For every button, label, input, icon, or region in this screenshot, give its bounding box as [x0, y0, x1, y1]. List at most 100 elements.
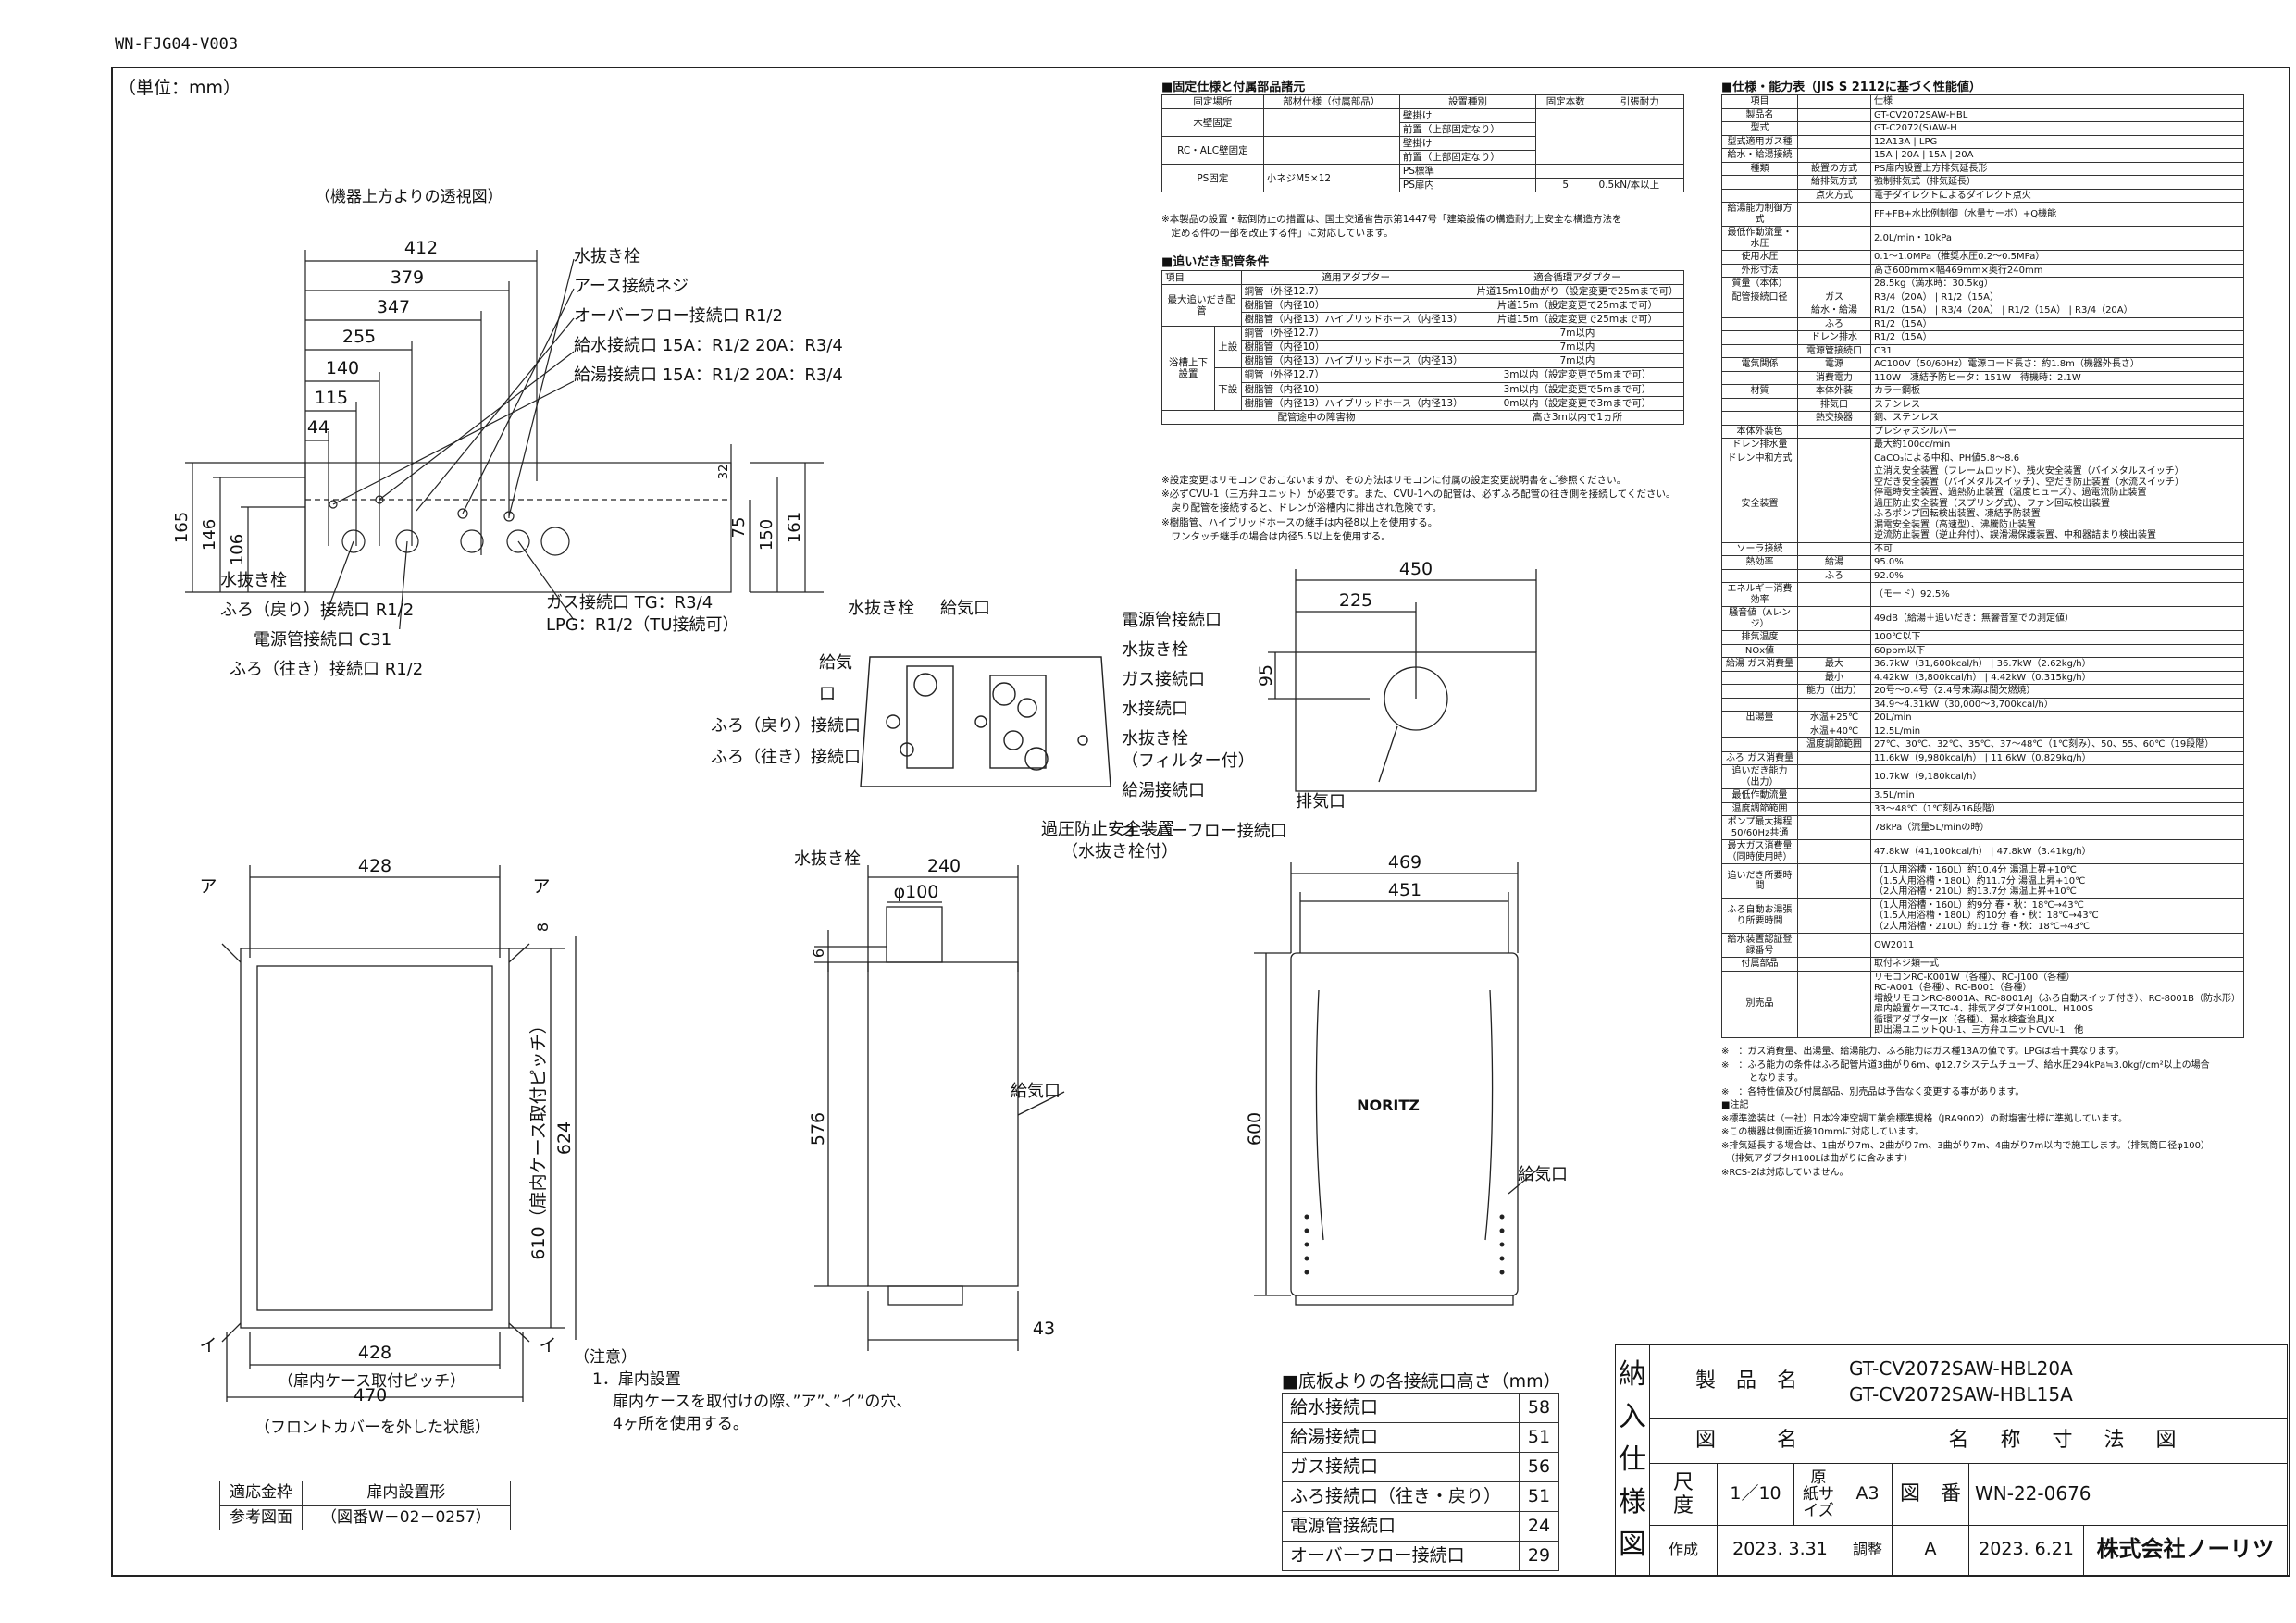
- top-view-caption: （機器上方よりの透視図）: [315, 188, 503, 206]
- spec-value: 取付ネジ類一式: [1870, 957, 2244, 972]
- spec-subitem: 給湯: [1797, 555, 1872, 570]
- spec-item: [1720, 343, 1799, 358]
- cell: 銅管（外径12.7）: [1240, 284, 1471, 300]
- case-mark-a-right: ア: [532, 876, 550, 897]
- spec-subitem: 温度調節範囲: [1797, 737, 1872, 752]
- spec-subitem: [1797, 465, 1872, 543]
- side-dim-576: 576: [808, 1112, 828, 1146]
- cell: PS扉内: [1398, 178, 1537, 193]
- spec-subitem: ふろ: [1797, 316, 1872, 331]
- exhaust-outlet-label: 排気口: [1296, 792, 1346, 812]
- cell: 3m以内（設定変更で5mまで可）: [1470, 367, 1685, 383]
- spec-value: 47.8kW（41,100kcal/h） | 47.8kW（3.41kg/h）: [1870, 839, 2244, 864]
- spec-subitem: [1797, 541, 1872, 556]
- side-dim-6: 6: [810, 948, 827, 958]
- case-dim-8: 8: [534, 923, 552, 932]
- tb-size: A3: [1843, 1463, 1893, 1526]
- label-bath-outgoing: ふろ（往き）接続口 R1/2: [230, 660, 424, 679]
- spec-value: FF+FB+水比例制御（水量サーボ）+Q機能: [1870, 202, 2244, 227]
- spec-value: 28.5kg（満水時：30.5kg）: [1870, 277, 2244, 291]
- bv-air-inlet: 給気口: [819, 653, 852, 704]
- spec-item: 騒音値（Aレンジ）: [1720, 606, 1799, 631]
- spec-subitem: [1797, 263, 1872, 278]
- spec-item: 最低作動流量・水圧: [1720, 226, 1799, 251]
- spec-value: ステンレス: [1870, 397, 2244, 412]
- spec-subitem: [1797, 764, 1872, 789]
- cell: 配管途中の障害物: [1161, 409, 1471, 425]
- label-power-conduit: 電源管接続口 C31: [254, 630, 392, 650]
- tb-product-2: GT-CV2072SAW-HBL15A: [1849, 1382, 2073, 1406]
- front-view-drawing: 469 451 600 NORITZ: [1245, 852, 1537, 1306]
- bv-filter: （フィルター付）: [1122, 751, 1255, 771]
- spec-item: 給水装置認証登録番号: [1720, 933, 1799, 958]
- side-air-inlet: 給気口: [1011, 1082, 1061, 1101]
- spec-value: 110W 凍結予防ヒータ：151W 待機時：2.1W: [1870, 370, 2244, 385]
- spec-item: [1720, 370, 1799, 385]
- cell: 給水接続口: [1282, 1393, 1520, 1423]
- spec-item: [1720, 304, 1799, 318]
- cell: 高さ3m以内で1ヵ所: [1470, 409, 1685, 425]
- exhaust-dim-95: 95: [1259, 664, 1276, 687]
- spec-item: 追いだき所要時間: [1720, 863, 1799, 899]
- label-drain-plug: 水抜き栓: [574, 247, 640, 266]
- cell: 固定本数: [1535, 93, 1596, 110]
- spec-subitem: 給水・給湯: [1797, 304, 1872, 318]
- label-hot-water: 給湯接続口 15A：R1/2 20A：R3/4: [574, 365, 843, 385]
- case-mark-i-right: イ: [539, 1335, 556, 1356]
- vdim-161: 161: [785, 512, 804, 543]
- cell: 3m以内（設定変更で5mまで可）: [1470, 381, 1685, 397]
- spec-item: ドレン中和方式: [1720, 451, 1799, 465]
- table-row: 給湯能力制御方式 FF+FB+水比例制御（水量サーボ）+Q機能: [1720, 202, 2244, 227]
- cell: 樹脂管（内径13）ハイブリッドホース（内径13）: [1240, 312, 1471, 328]
- spec-notes: ※ ：ガス消費量、出湯量、給湯能力、ふろ能力はガス種13Aの値です。LPGは若干…: [1721, 1047, 2210, 1178]
- spec-subitem: 給排気方式: [1797, 175, 1872, 190]
- spec-value: 27℃、30℃、32℃、35℃、37～48℃（1℃刻み）、50、55、60℃（1…: [1870, 737, 2244, 752]
- spec-value: カラー鋼板: [1870, 384, 2244, 399]
- spec-item: 排気温度: [1720, 630, 1799, 645]
- spec-item: [1720, 684, 1799, 699]
- spec-item: ドレン排水量: [1720, 438, 1799, 452]
- spec-item: ふろ ガス消費量: [1720, 750, 1799, 765]
- vdim-165: 165: [172, 512, 192, 543]
- spec-item: [1720, 330, 1799, 345]
- spec-item: 最低作動流量: [1720, 788, 1799, 803]
- spec-subitem: [1797, 643, 1872, 658]
- tb-drawing-name: 名 称 寸 法 図: [1843, 1417, 2288, 1465]
- bv-power-conduit: 電源管接続口: [1122, 611, 1222, 630]
- spec-item: 使用水圧: [1720, 250, 1799, 265]
- spec-subitem: 最小: [1797, 670, 1872, 685]
- case-pitch-caption: （扉内ケース取付ピッチ）: [278, 1372, 466, 1391]
- table-row: エネルギー消費効率（モード）92.5%: [1720, 582, 2244, 607]
- spec-item: ふろ自動お湯張り所要時間: [1720, 898, 1799, 934]
- spec-subitem: 能力（出力）: [1797, 684, 1872, 699]
- spec-subitem: [1797, 582, 1872, 607]
- case-dim-470: 470: [354, 1385, 388, 1406]
- spec-item: 付属部品: [1720, 957, 1799, 972]
- cell: 銅管（外径12.7）: [1240, 367, 1471, 383]
- cell: 7m以内: [1470, 326, 1685, 341]
- cell: 電源管接続口: [1282, 1511, 1520, 1542]
- exhaust-dim-225: 225: [1339, 590, 1372, 611]
- dim-44: 44: [307, 417, 329, 438]
- spec-value: 33～48℃（1℃刻み16段階）: [1870, 801, 2244, 816]
- spec-item: 給水・給湯接続: [1720, 148, 1799, 163]
- spec-value: 20L/min: [1870, 711, 2244, 725]
- spec-subitem: 消費電力: [1797, 370, 1872, 385]
- spec-item: 給湯能力制御方式: [1720, 202, 1799, 227]
- cell: 樹脂管（内径10）: [1240, 298, 1471, 314]
- cell: [1262, 136, 1400, 166]
- tb-side: 図: [1619, 1529, 1646, 1561]
- cell: 引張耐力: [1595, 93, 1684, 110]
- cell: 樹脂管（内径13）ハイブリッドホース（内径13）: [1240, 353, 1471, 369]
- cell: 0m以内（設定変更で3mまで可）: [1470, 395, 1685, 411]
- spec-subitem: [1797, 801, 1872, 816]
- spec-item: 本体外装色: [1720, 424, 1799, 439]
- ref-cell: （図番W－02－0257）: [302, 1505, 511, 1531]
